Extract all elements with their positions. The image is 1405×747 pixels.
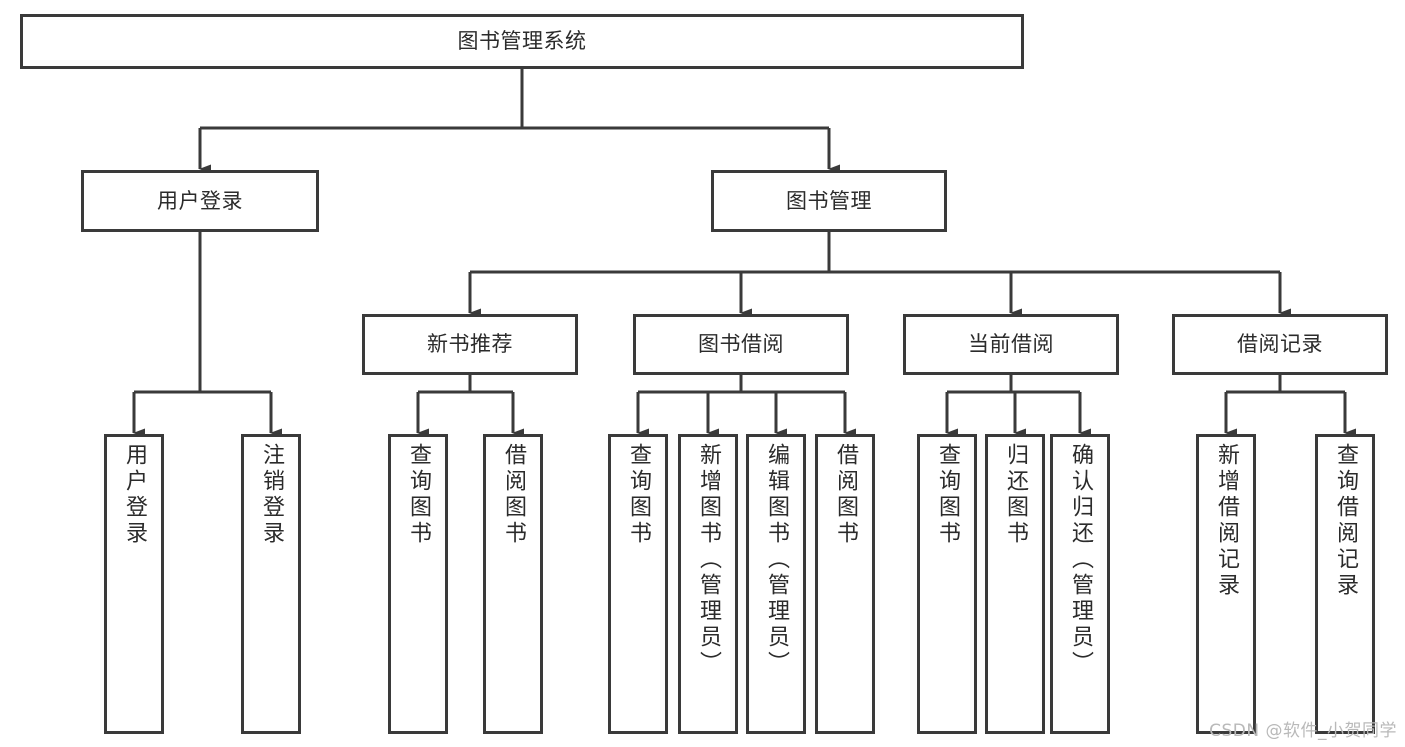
- node-label: 查询图书: [935, 443, 960, 547]
- node-leaf4[interactable]: 借阅图书: [483, 434, 543, 734]
- node-label: 当前借阅: [968, 332, 1054, 357]
- node-label: 查询图书: [626, 443, 651, 547]
- node-label: 新书推荐: [427, 332, 513, 357]
- watermark-text: CSDN @软件_小贺同学: [1209, 721, 1397, 741]
- node-label: 归还图书: [1003, 443, 1028, 547]
- node-label: 编辑图书（管理员）: [764, 443, 789, 677]
- node-label: 查询图书: [406, 443, 431, 547]
- node-label: 借阅图书: [501, 443, 526, 547]
- node-label: 注销登录: [259, 443, 284, 547]
- node-leaf10[interactable]: 归还图书: [985, 434, 1045, 734]
- node-label: 新增图书（管理员）: [696, 443, 721, 677]
- node-label: 用户登录: [157, 188, 243, 213]
- node-leaf13[interactable]: 查询借阅记录: [1315, 434, 1375, 734]
- node-label: 图书借阅: [698, 332, 784, 357]
- node-leaf12[interactable]: 新增借阅记录: [1196, 434, 1256, 734]
- node-label: 新增借阅记录: [1214, 443, 1239, 599]
- node-label: 借阅图书: [833, 443, 858, 547]
- node-newbooks[interactable]: 新书推荐: [362, 314, 578, 375]
- edge-group: [132, 69, 1356, 438]
- node-leaf2[interactable]: 注销登录: [241, 434, 301, 734]
- node-label: 借阅记录: [1237, 332, 1323, 357]
- node-leaf1[interactable]: 用户登录: [104, 434, 164, 734]
- node-current[interactable]: 当前借阅: [903, 314, 1119, 375]
- node-bookmgmt[interactable]: 图书管理: [711, 170, 947, 232]
- node-label: 图书管理系统: [457, 29, 587, 54]
- node-login[interactable]: 用户登录: [81, 170, 319, 232]
- node-label: 用户登录: [122, 443, 147, 547]
- node-leaf7[interactable]: 编辑图书（管理员）: [746, 434, 806, 734]
- node-borrow[interactable]: 图书借阅: [633, 314, 849, 375]
- node-label: 查询借阅记录: [1333, 443, 1358, 599]
- node-label: 图书管理: [786, 188, 872, 213]
- node-leaf3[interactable]: 查询图书: [388, 434, 448, 734]
- node-records[interactable]: 借阅记录: [1172, 314, 1388, 375]
- node-leaf6[interactable]: 新增图书（管理员）: [678, 434, 738, 734]
- node-root[interactable]: 图书管理系统: [20, 14, 1024, 69]
- node-leaf8[interactable]: 借阅图书: [815, 434, 875, 734]
- node-leaf9[interactable]: 查询图书: [917, 434, 977, 734]
- node-leaf11[interactable]: 确认归还（管理员）: [1050, 434, 1110, 734]
- node-leaf5[interactable]: 查询图书: [608, 434, 668, 734]
- node-label: 确认归还（管理员）: [1068, 443, 1093, 677]
